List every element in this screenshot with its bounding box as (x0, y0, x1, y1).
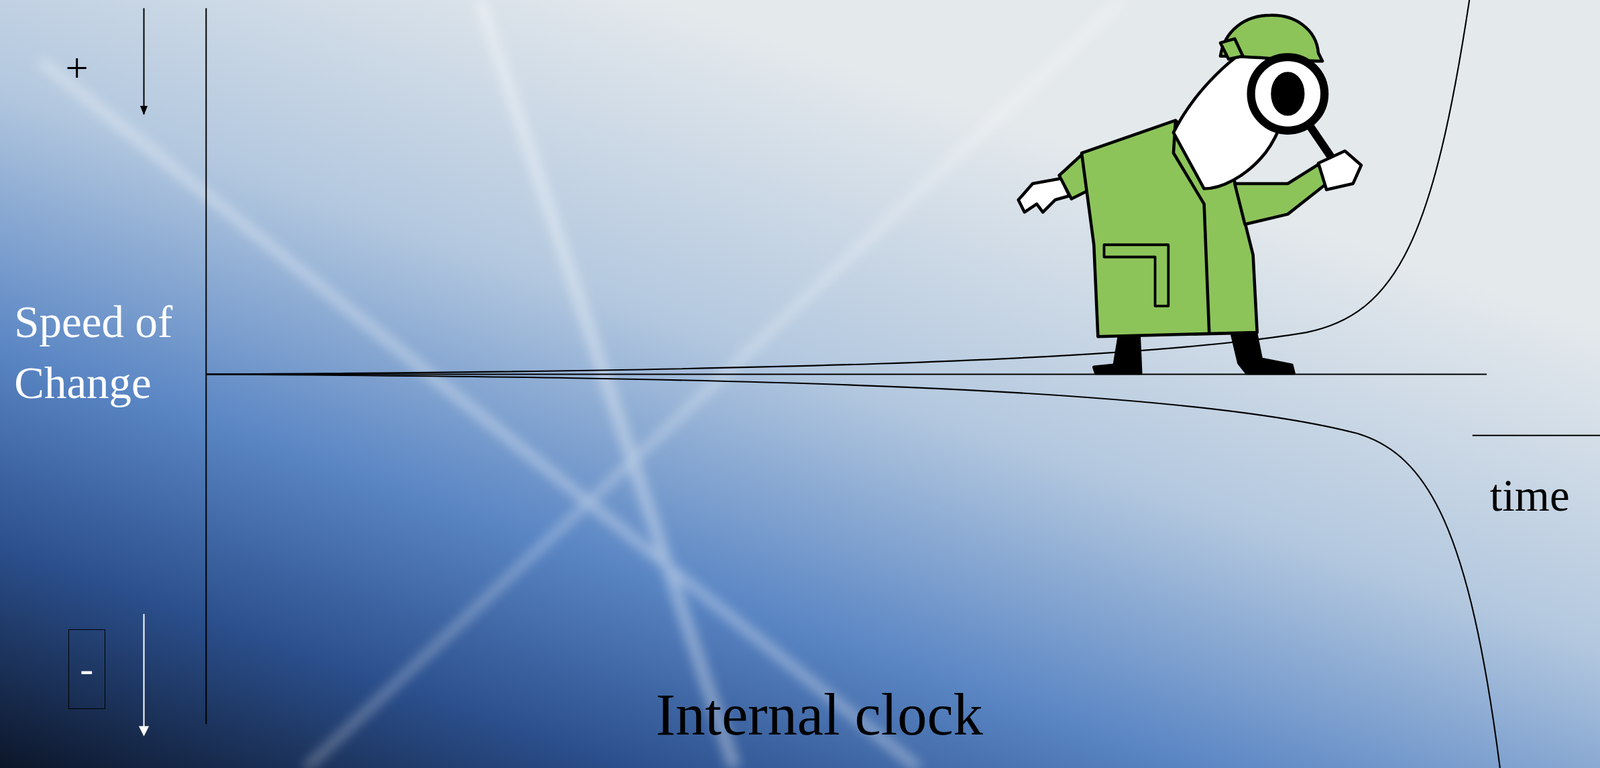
positive-curve (205, 0, 1470, 375)
axis-label: Speed of Change (14, 291, 224, 414)
plus-sign: + (65, 40, 106, 96)
sign-text: - (79, 649, 94, 690)
arrow-minus (143, 614, 145, 735)
sign-box: - (68, 629, 106, 710)
axis-label: time (1490, 465, 1600, 526)
time-line (1472, 435, 1600, 437)
y-axis (205, 8, 207, 725)
arrow-plus (143, 8, 145, 114)
chart-title: Internal clock (571, 675, 1068, 756)
arrow-minus-head (138, 726, 149, 737)
light-streaks (40, 0, 1123, 768)
negative-curve (205, 374, 1500, 768)
detective-illustration (1018, 15, 1362, 374)
